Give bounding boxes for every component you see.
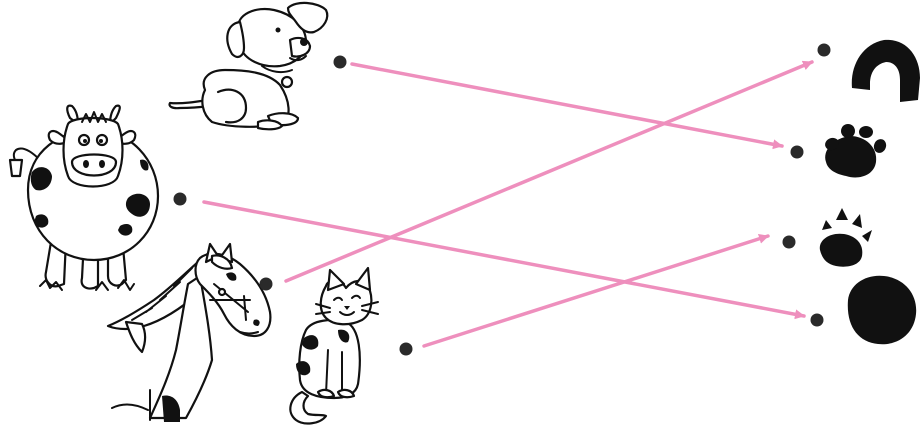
horseshoe-track-dot[interactable] [818, 44, 831, 57]
cat-paw-track-dot[interactable] [783, 236, 796, 249]
match-arrows [204, 62, 812, 346]
cow-dot[interactable] [174, 193, 187, 206]
dog-dot[interactable] [334, 56, 347, 69]
dog-paw-icon [823, 124, 888, 177]
horseshoe-icon [852, 40, 920, 102]
cat-icon [290, 268, 378, 423]
horse-dot[interactable] [260, 278, 273, 291]
arrow-cow-to-cow-hoof-track [204, 202, 804, 316]
cow-hoof-track-dot[interactable] [811, 314, 824, 327]
cat-paw-icon [820, 208, 872, 267]
hoof-icon [848, 276, 916, 344]
cat-dot[interactable] [400, 343, 413, 356]
arrow-dog-to-dog-paw-track [352, 64, 782, 146]
dog-paw-track-dot[interactable] [791, 146, 804, 159]
dog-icon [169, 3, 327, 129]
horse-icon [108, 244, 270, 422]
cow-icon [10, 106, 158, 290]
